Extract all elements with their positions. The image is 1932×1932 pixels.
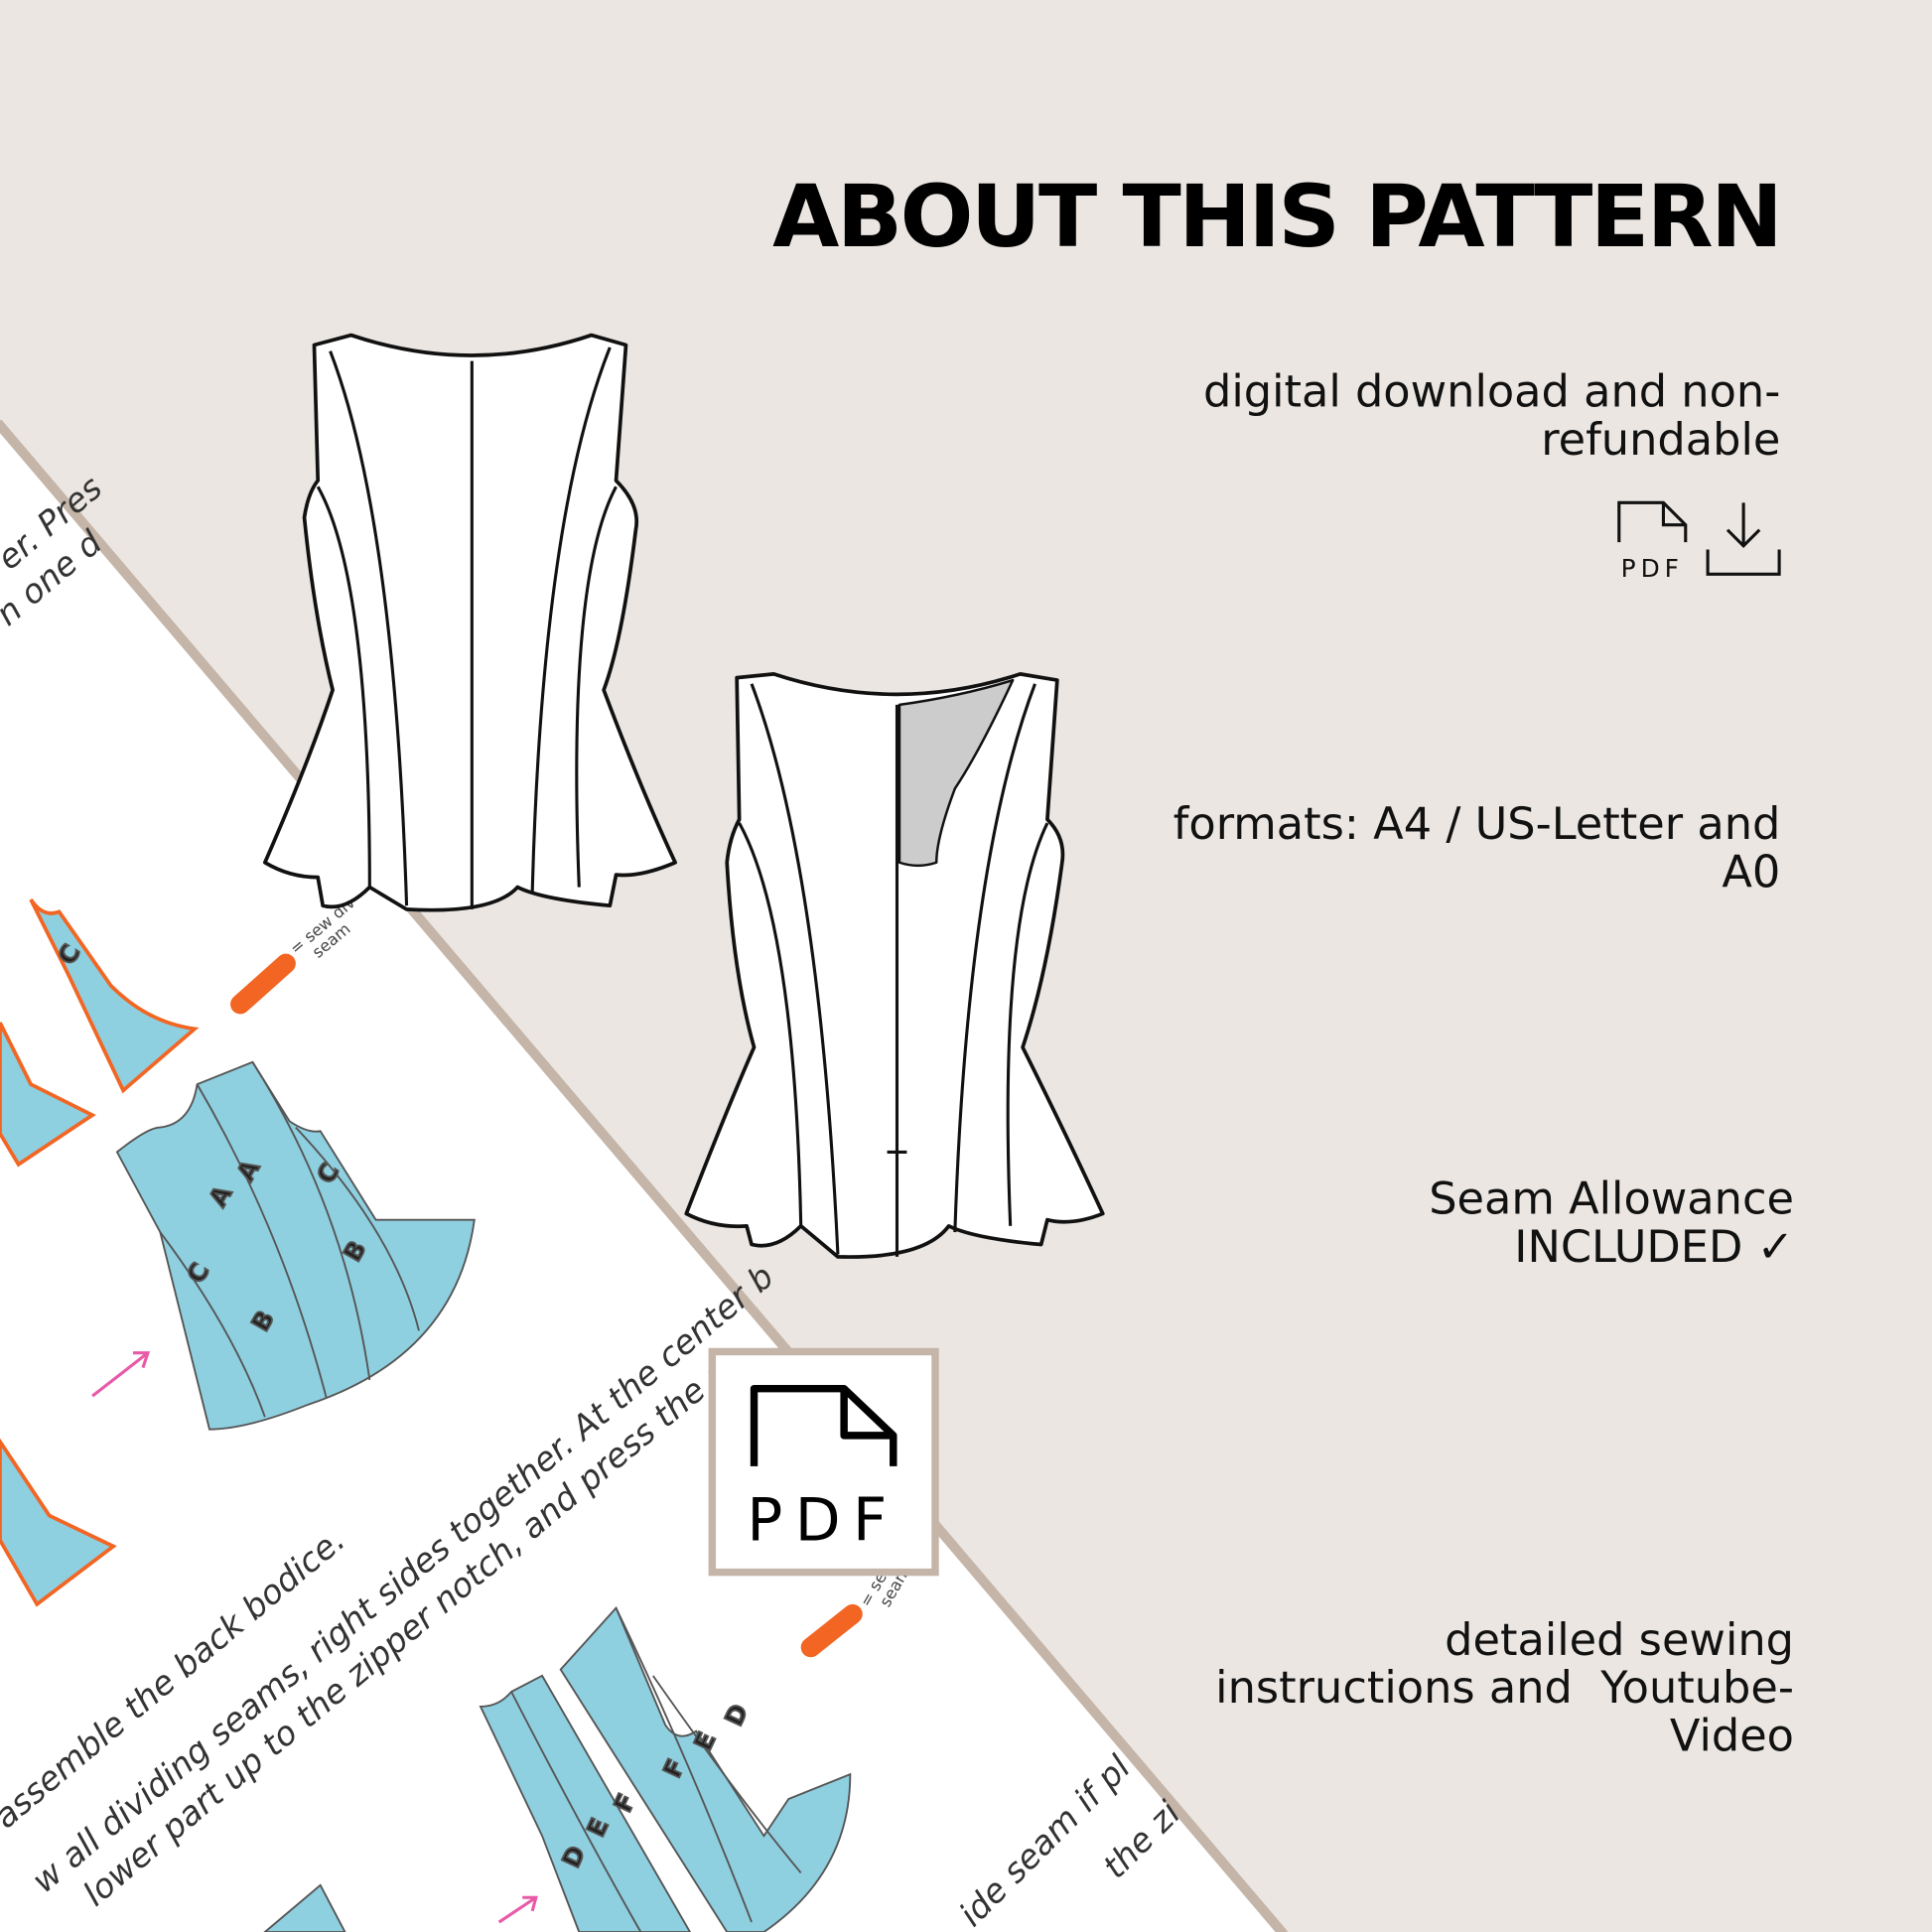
pattern-pieces-top: C A A C C B B: [0, 897, 476, 1607]
page-title: ABOUT THIS PATTERN: [772, 167, 1780, 267]
pdf-badge-label: PDF: [747, 1486, 898, 1555]
svg-text:A0: A0: [1722, 847, 1780, 898]
download-icon: [1706, 502, 1781, 576]
svg-text:digital download and non-: digital download and non-: [1203, 366, 1780, 418]
feature-seam-allowance: Seam Allowance INCLUDED ✓: [1429, 1173, 1794, 1272]
pdf-file-icon: [750, 1384, 897, 1466]
feature-digital-download: digital download and non- refundable PDF: [1203, 366, 1781, 583]
svg-text:Video: Video: [1670, 1711, 1794, 1762]
front-top-illustration: [262, 333, 677, 912]
back-top-illustration: [684, 672, 1105, 1259]
svg-text:INCLUDED ✓: INCLUDED ✓: [1514, 1221, 1794, 1273]
pdf-file-icon: [1617, 500, 1688, 543]
instruction-page: er. Pres n one d C A A C C B B = sew div…: [0, 419, 1288, 1932]
pdf-badge: PDF: [708, 1347, 939, 1577]
svg-text:formats: A4 / US-Letter and: formats: A4 / US-Letter and: [1173, 798, 1781, 850]
svg-text:PDF: PDF: [1621, 554, 1684, 583]
feature-instructions: detailed sewing instructions and Youtube…: [1215, 1614, 1794, 1762]
pattern-pieces-bottom: D E F F E D: [263, 1603, 863, 1932]
svg-text:instructions and Youtube-: instructions and Youtube-: [1215, 1662, 1794, 1714]
svg-text:refundable: refundable: [1541, 414, 1780, 466]
feature-formats: formats: A4 / US-Letter and A0: [1173, 798, 1781, 897]
svg-text:detailed sewing: detailed sewing: [1445, 1614, 1794, 1666]
svg-text:Seam Allowance: Seam Allowance: [1429, 1173, 1794, 1224]
